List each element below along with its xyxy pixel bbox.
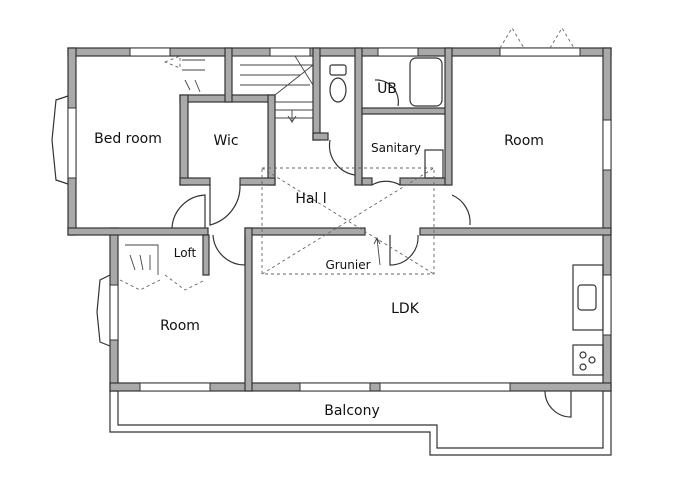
label-balcony: Balcony (324, 403, 380, 419)
label-loft: Loft (174, 246, 197, 260)
label-wic: Wic (213, 133, 238, 149)
label-ldk: LDK (391, 301, 420, 317)
label-room-ne: Room (504, 133, 544, 149)
label-bed-room: Bed room (94, 131, 162, 147)
label-sanitary: Sanitary (371, 141, 421, 155)
grunier-outline (261, 167, 435, 275)
label-ub: UB (377, 81, 397, 97)
stairs (163, 55, 314, 124)
exterior-walls (67, 47, 612, 392)
label-room-sw: Room (160, 318, 200, 334)
label-hall: Hal l (295, 191, 326, 207)
windows (51, 27, 612, 392)
interior-walls (179, 47, 612, 392)
door-swings (119, 79, 572, 418)
balcony-outline (109, 391, 612, 456)
label-grunier: Grunier (325, 258, 370, 272)
